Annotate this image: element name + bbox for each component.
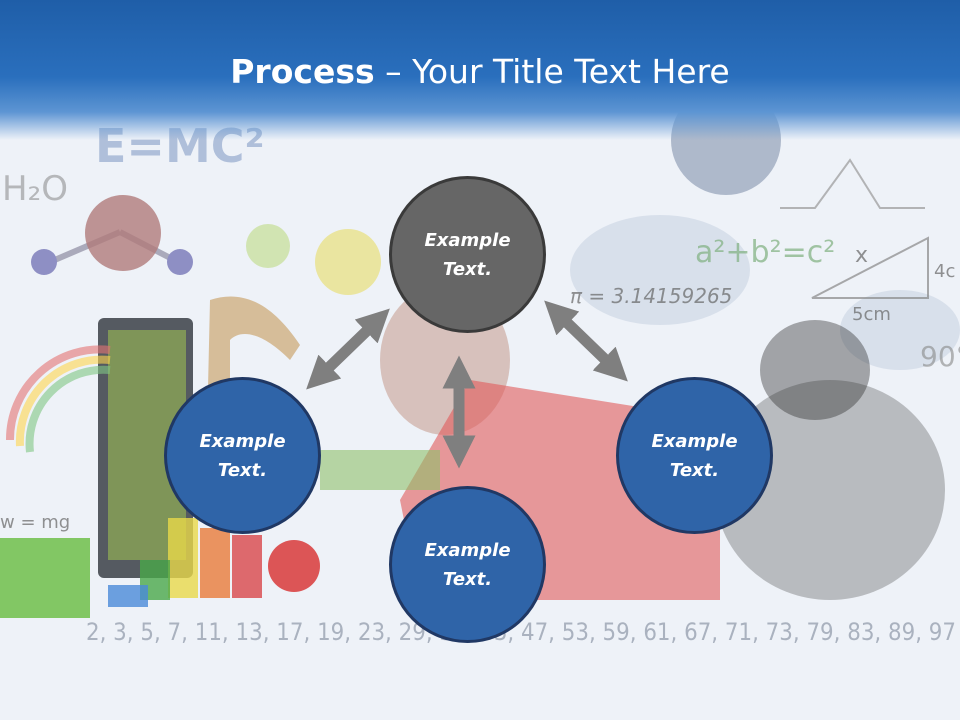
prime-numbers: 2, 3, 5, 7, 11, 13, 17, 19, 23, 29, 31, … bbox=[86, 618, 956, 646]
node-top: Example Text. bbox=[389, 176, 546, 333]
title-bar bbox=[0, 0, 960, 140]
node-right: Example Text. bbox=[616, 377, 773, 534]
node-left-label: Example Text. bbox=[199, 430, 286, 481]
slide-title: Process – Your Title Text Here bbox=[0, 52, 960, 91]
label-4cm: 4c bbox=[934, 261, 955, 282]
node-left: Example Text. bbox=[164, 377, 321, 534]
arrow-top-left bbox=[306, 308, 390, 390]
node-top-label: Example Text. bbox=[424, 229, 511, 280]
node-right-label: Example Text. bbox=[651, 430, 738, 481]
node-bottom: Example Text. bbox=[389, 486, 546, 643]
label-x: x bbox=[855, 243, 868, 268]
formula-pythagoras: a²+b²=c² bbox=[695, 235, 835, 270]
formula-w-mg: w = mg bbox=[0, 512, 70, 533]
title-rest: – Your Title Text Here bbox=[374, 52, 730, 91]
title-bold: Process bbox=[230, 52, 375, 91]
label-5cm: 5cm bbox=[852, 304, 891, 325]
formula-h2o: H₂O bbox=[2, 169, 68, 209]
label-90-degrees: 90° bbox=[920, 340, 960, 373]
arrow-top-right bbox=[544, 300, 628, 382]
node-bottom-label: Example Text. bbox=[424, 539, 511, 590]
